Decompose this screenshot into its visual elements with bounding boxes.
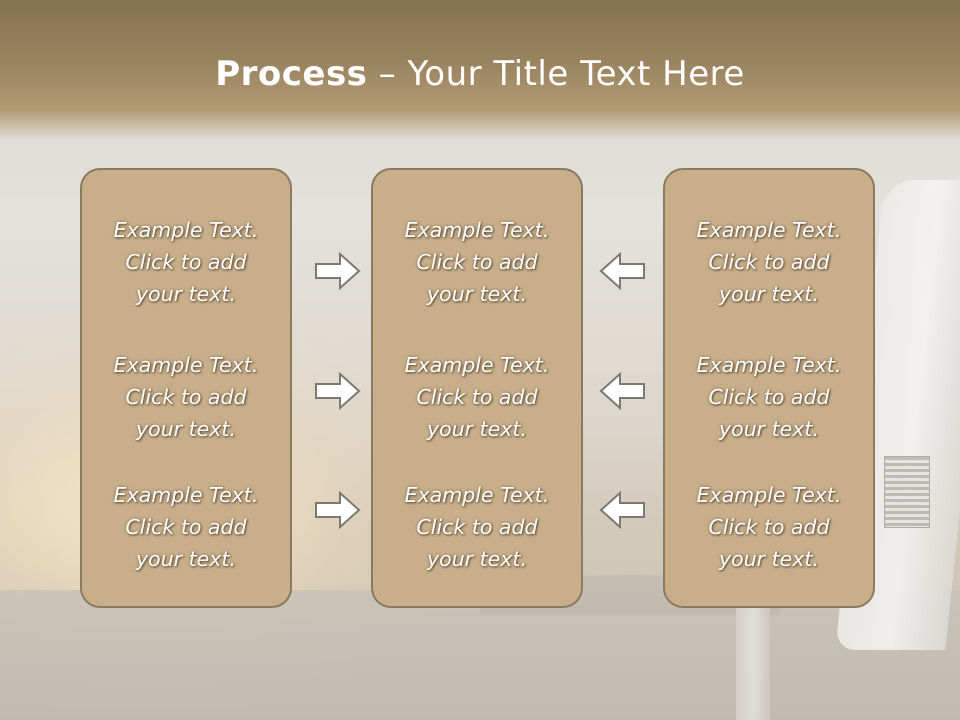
text-line: your text. <box>719 417 819 441</box>
text-block[interactable]: Example Text. Click to add your text. <box>665 214 873 310</box>
text-line: Example Text. <box>696 353 842 377</box>
text-line: your text. <box>719 282 819 306</box>
text-line: Example Text. <box>404 353 550 377</box>
right-arrow-icon <box>315 490 361 530</box>
text-line: Click to add <box>125 250 247 274</box>
right-arrow-icon <box>315 371 361 411</box>
left-arrow-icon <box>599 251 645 291</box>
text-block[interactable]: Example Text. Click to add your text. <box>82 479 290 575</box>
middle-panel[interactable]: Example Text. Click to add your text. Ex… <box>371 168 583 608</box>
text-line: your text. <box>427 417 527 441</box>
aircraft-strut <box>736 605 770 720</box>
text-block[interactable]: Example Text. Click to add your text. <box>373 349 581 445</box>
text-line: Example Text. <box>404 218 550 242</box>
text-line: your text. <box>427 547 527 571</box>
left-arrow-icon <box>599 371 645 411</box>
text-line: Example Text. <box>404 483 550 507</box>
text-line: Click to add <box>708 385 830 409</box>
left-panel[interactable]: Example Text. Click to add your text. Ex… <box>80 168 292 608</box>
right-arrow-icon <box>315 251 361 291</box>
text-line: Click to add <box>416 515 538 539</box>
text-line: your text. <box>136 417 236 441</box>
text-line: your text. <box>136 282 236 306</box>
text-block[interactable]: Example Text. Click to add your text. <box>665 349 873 445</box>
right-panel[interactable]: Example Text. Click to add your text. Ex… <box>663 168 875 608</box>
text-block[interactable]: Example Text. Click to add your text. <box>82 214 290 310</box>
title-bar <box>0 0 960 140</box>
text-block[interactable]: Example Text. Click to add your text. <box>665 479 873 575</box>
text-line: Example Text. <box>113 218 259 242</box>
text-line: Click to add <box>125 385 247 409</box>
text-line: your text. <box>427 282 527 306</box>
text-line: Click to add <box>416 250 538 274</box>
text-line: Click to add <box>708 250 830 274</box>
text-line: your text. <box>719 547 819 571</box>
text-line: Example Text. <box>113 353 259 377</box>
text-line: Click to add <box>416 385 538 409</box>
left-arrow-icon <box>599 490 645 530</box>
text-line: Example Text. <box>696 483 842 507</box>
text-block[interactable]: Example Text. Click to add your text. <box>373 214 581 310</box>
text-block[interactable]: Example Text. Click to add your text. <box>82 349 290 445</box>
text-line: Example Text. <box>113 483 259 507</box>
title-bold: Process <box>215 54 368 94</box>
text-line: Example Text. <box>696 218 842 242</box>
text-line: your text. <box>136 547 236 571</box>
text-block[interactable]: Example Text. Click to add your text. <box>373 479 581 575</box>
title-rest: – Your Title Text Here <box>367 54 745 94</box>
aircraft-vent <box>884 456 930 528</box>
text-line: Click to add <box>125 515 247 539</box>
slide-title[interactable]: Process – Your Title Text Here <box>0 54 960 94</box>
text-line: Click to add <box>708 515 830 539</box>
